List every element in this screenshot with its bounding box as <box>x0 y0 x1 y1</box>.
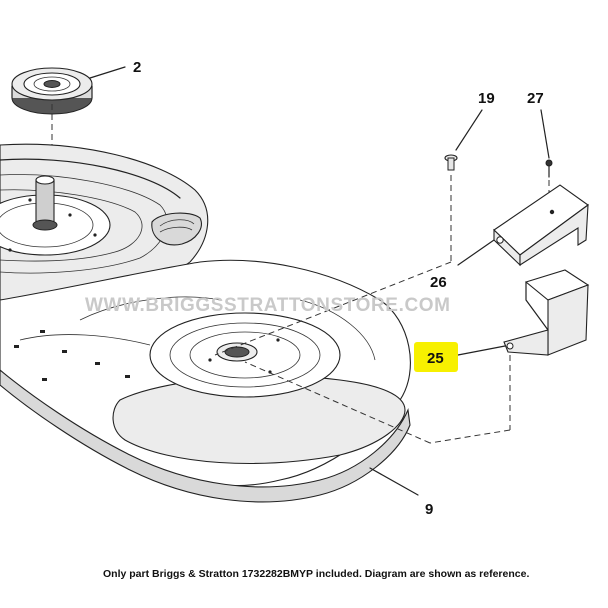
shield-bracket-upper <box>493 184 589 267</box>
watermark-text: WWW.BRIGGSSTRATTONSTORE.COM <box>85 295 451 316</box>
callout-screw: 27 <box>527 90 544 107</box>
screw-part <box>545 159 553 215</box>
callout-pulley: 2 <box>133 59 141 76</box>
callout-deck: 9 <box>425 501 433 518</box>
leader-lines <box>89 66 550 496</box>
callout-bolt: 19 <box>478 90 495 107</box>
mower-deck <box>0 259 411 503</box>
footer-note: Only part Briggs & Stratton 1732282BMYP … <box>103 568 529 580</box>
callout-shield-upper: 26 <box>430 274 447 291</box>
part-25-highlight <box>414 342 458 372</box>
left-deck-housing <box>0 143 209 301</box>
callout-shield-lower: 25 <box>427 350 444 367</box>
pulley-part <box>11 67 93 170</box>
bolt-part <box>214 154 458 356</box>
shield-bracket-lower <box>244 269 590 444</box>
